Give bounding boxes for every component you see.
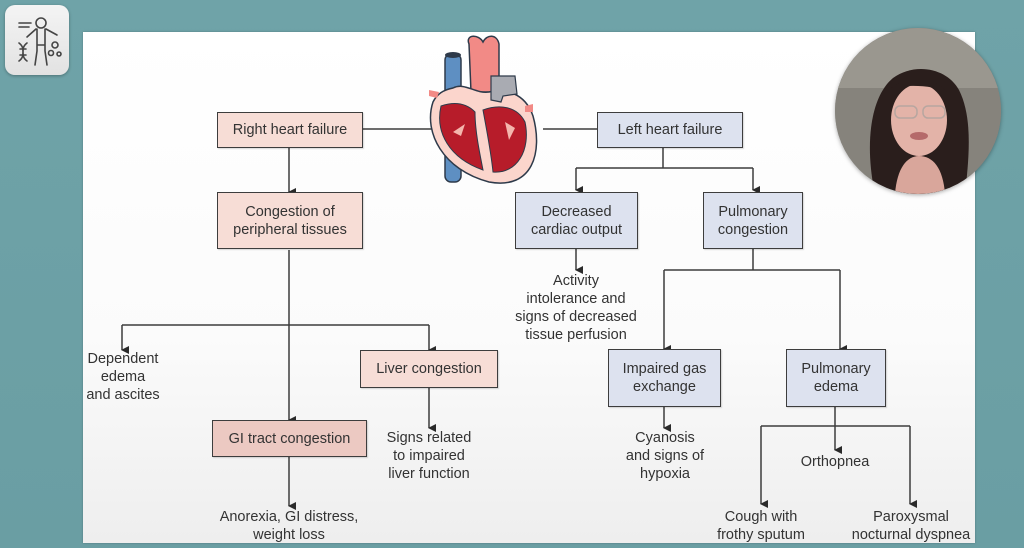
dependent-edema-text: Dependent edema and ascites	[86, 351, 160, 403]
left-heart-failure-label: Left heart failure	[617, 122, 723, 138]
congestion-peripheral-label: Congestion of peripheral tissues	[233, 203, 347, 238]
pnd-text: Paroxysmal nocturnal dyspnea	[851, 509, 971, 543]
human-body-dna-icon	[18, 17, 62, 66]
presenter-webcam-video	[835, 28, 1001, 194]
left-heart-failure-box: Left heart failure	[597, 112, 743, 148]
cough-text: Cough with frothy sputum	[717, 509, 805, 543]
liver-signs-text: Signs related to impaired liver function	[386, 430, 472, 482]
gi-tract-congestion-label: GI tract congestion	[228, 430, 351, 447]
slide: Right heart failure Congestion of periph…	[83, 32, 975, 543]
liver-congestion-label: Liver congestion	[376, 361, 482, 377]
heart-illustration-icon	[429, 35, 538, 184]
flow-connectors	[121, 128, 917, 510]
gi-signs-text: Anorexia, GI distress, weight loss	[219, 509, 359, 543]
cyanosis-text: Cyanosis and signs of hypoxia	[625, 430, 705, 482]
liver-congestion-box: Liver congestion	[360, 350, 498, 388]
presenter-webcam	[835, 28, 1001, 194]
pulmonary-edema-box: Pulmonary edema	[786, 349, 886, 407]
impaired-gas-exchange-label: Impaired gas exchange	[622, 361, 707, 395]
pulmonary-congestion-label: Pulmonary congestion	[717, 203, 789, 238]
pulmonary-edema-label: Pulmonary edema	[801, 361, 871, 395]
pulmonary-congestion-box: Pulmonary congestion	[703, 192, 803, 249]
orthopnea-text: Orthopnea	[800, 454, 870, 470]
impaired-gas-exchange-box: Impaired gas exchange	[608, 349, 721, 407]
gi-tract-congestion-box: GI tract congestion	[212, 420, 367, 457]
activity-intolerance-text: Activity intolerance and signs of decrea…	[515, 273, 637, 343]
decreased-cardiac-output-box: Decreased cardiac output	[515, 192, 638, 249]
app-logo[interactable]	[5, 5, 69, 75]
right-heart-failure-label: Right heart failure	[232, 122, 348, 138]
right-heart-failure-box: Right heart failure	[217, 112, 363, 148]
decreased-cardiac-output-label: Decreased cardiac output	[530, 203, 623, 238]
congestion-peripheral-box: Congestion of peripheral tissues	[217, 192, 363, 249]
